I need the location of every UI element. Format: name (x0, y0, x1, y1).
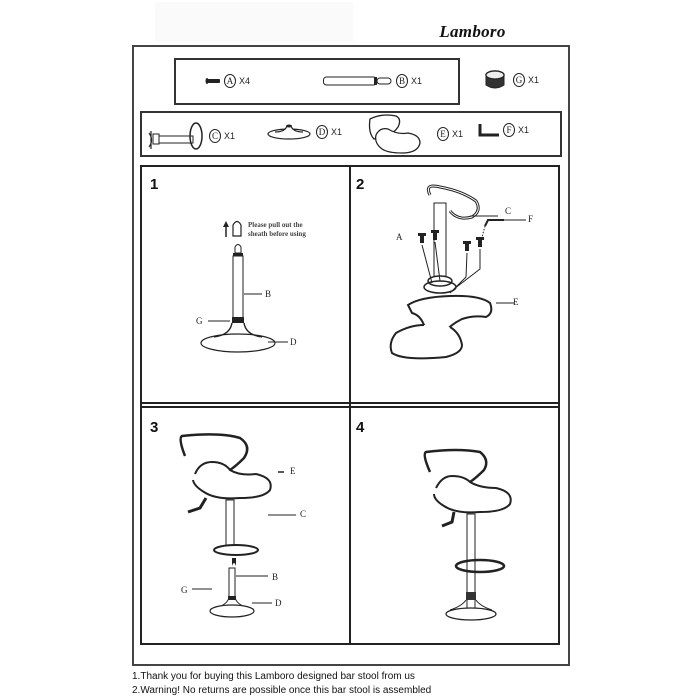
part-letter: E (437, 127, 449, 141)
label-b: B (265, 289, 272, 299)
allen-key-icon (478, 124, 499, 137)
part-letter: C (209, 129, 221, 143)
step-2-number: 2 (356, 176, 365, 193)
step-1-note: Please pull out the sheath before using (248, 221, 306, 238)
gas-cylinder-icon (323, 76, 392, 86)
brand-logo: Lamboro (439, 22, 506, 41)
part-b: B X1 (323, 74, 422, 88)
step-3-number: 3 (150, 419, 159, 436)
part-e: E X1 (366, 113, 463, 155)
label-e: E (290, 466, 296, 476)
grid-divider-horizontal (140, 406, 560, 408)
part-quantity: X1 (518, 125, 530, 135)
part-f: F X1 (478, 123, 529, 137)
part-g: G X1 (484, 70, 539, 90)
part-quantity: X1 (452, 129, 464, 139)
part-quantity: X1 (224, 131, 236, 141)
part-quantity: X1 (411, 76, 423, 86)
part-d: D X1 (267, 123, 342, 141)
column-footrest-icon (148, 122, 203, 150)
step-2-diagram (389, 184, 526, 360)
instruction-sheet-frame (132, 45, 570, 666)
cap-icon (485, 70, 505, 89)
seat-icon (368, 114, 421, 154)
header-blank-area (155, 2, 353, 42)
part-a: A X4 (205, 74, 250, 88)
parts-list-box-2 (140, 111, 562, 157)
label-d: D (290, 337, 297, 347)
screw-icon (205, 78, 220, 84)
label-a: A (396, 232, 403, 242)
step-1-number: 1 (150, 176, 159, 193)
base-icon (267, 124, 311, 140)
label-b: B (272, 572, 279, 582)
parts-list-box-1 (174, 58, 460, 105)
part-letter: F (503, 123, 515, 137)
label-g: G (196, 316, 203, 326)
arrow-up-icon (223, 221, 229, 237)
part-quantity: X1 (331, 127, 343, 137)
part-quantity: X4 (239, 76, 251, 86)
part-letter: G (513, 73, 525, 87)
footer-warning: 2.Warning! No returns are possible once … (132, 685, 432, 696)
step-1-diagram (200, 220, 288, 353)
screw-icons (418, 230, 484, 251)
grid-divider-vertical (349, 165, 351, 645)
label-d: D (275, 598, 282, 608)
step-4-number: 4 (356, 419, 365, 436)
part-letter: A (224, 74, 236, 88)
grid-divider-horizontal (140, 402, 560, 404)
label-e: E (513, 297, 519, 307)
label-f: F (528, 214, 534, 224)
step-3-diagram (179, 433, 296, 618)
part-letter: B (396, 74, 408, 88)
part-quantity: X1 (528, 75, 540, 85)
label-g: G (181, 585, 188, 595)
step-4-diagram (423, 448, 512, 621)
label-c: C (505, 206, 512, 216)
label-c: C (300, 509, 307, 519)
part-letter: D (316, 125, 328, 139)
part-c: C X1 (148, 119, 235, 153)
footer-thank-you: 1.Thank you for buying this Lamboro desi… (132, 671, 415, 682)
